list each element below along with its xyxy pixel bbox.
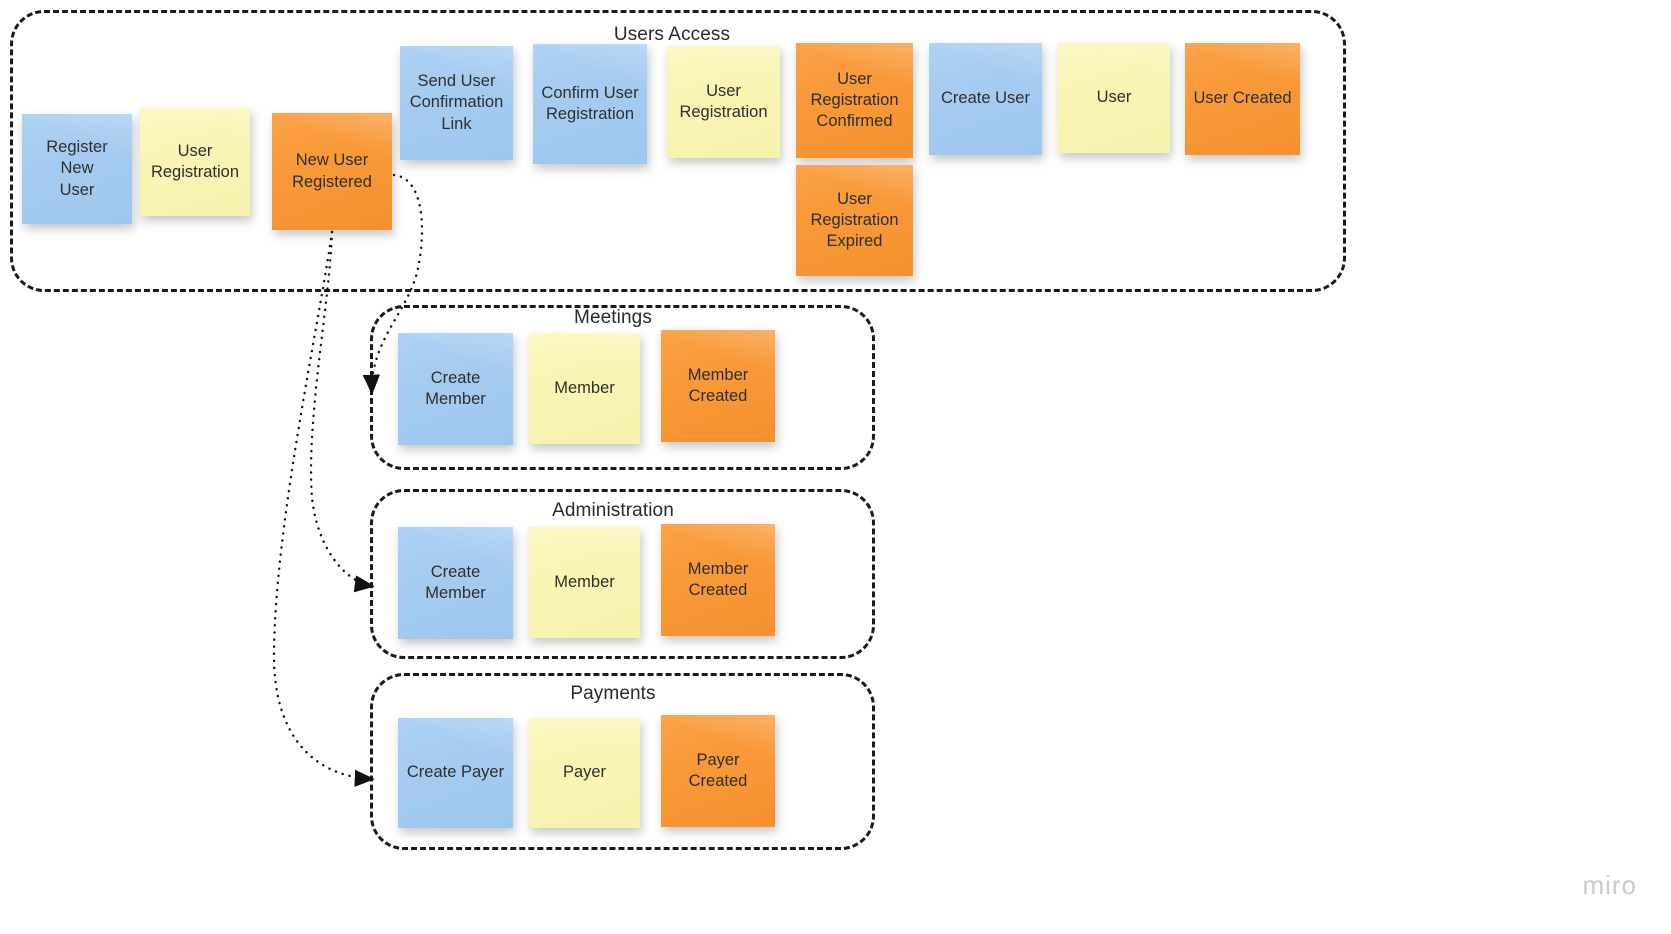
- sticky-note-user-registration-1[interactable]: User Registration: [140, 108, 250, 216]
- sticky-note-user[interactable]: User: [1058, 43, 1170, 153]
- sticky-note-label: Create Member: [425, 562, 486, 602]
- sticky-note-user-registration-2[interactable]: User Registration: [667, 46, 780, 158]
- sticky-note-label: Payer Created: [688, 750, 748, 790]
- sticky-note-label: Create Member: [425, 368, 486, 408]
- sticky-note-label: Member: [554, 378, 615, 397]
- frame-title-users-access: Users Access: [613, 24, 731, 45]
- sticky-note-send-user-confirmation-link[interactable]: Send User Confirmation Link: [400, 46, 513, 160]
- frame-title-administration: Administration: [552, 500, 674, 521]
- sticky-note-new-user-registered[interactable]: New User Registered: [272, 113, 392, 230]
- sticky-note-label: New User Registered: [292, 151, 372, 191]
- sticky-note-label: Create Payer: [406, 763, 505, 782]
- sticky-note-label: User Registration Expired: [810, 189, 899, 251]
- sticky-note-label: User Registration: [150, 141, 240, 181]
- frame-title-payments: Payments: [570, 683, 656, 704]
- sticky-note-label: Member Created: [687, 559, 749, 599]
- sticky-note-meetings-member[interactable]: Member: [529, 333, 640, 444]
- sticky-note-label: User Registration: [679, 81, 768, 121]
- sticky-note-label: Payer: [562, 763, 607, 782]
- sticky-note-label: User Registration Confirmed: [810, 69, 899, 131]
- sticky-note-admin-create-member[interactable]: Create Member: [398, 527, 513, 639]
- sticky-note-confirm-user-registration[interactable]: Confirm User Registration: [533, 44, 647, 164]
- sticky-note-user-registration-confirmed[interactable]: User Registration Confirmed: [796, 43, 913, 158]
- sticky-note-label: Send User Confirmation Link: [409, 72, 504, 133]
- sticky-note-label: User: [1096, 88, 1132, 107]
- sticky-note-register-new-user[interactable]: Register New User: [22, 114, 132, 224]
- miro-watermark: miro: [1582, 870, 1637, 900]
- sticky-note-admin-member-created[interactable]: Member Created: [661, 524, 775, 636]
- sticky-note-label: Member: [554, 572, 615, 591]
- sticky-note-label: User Created: [1193, 89, 1292, 108]
- sticky-note-label: Register New User: [46, 138, 108, 199]
- sticky-note-user-created[interactable]: User Created: [1185, 43, 1300, 155]
- connector-new-user-registered-to-payments[interactable]: [272, 230, 375, 787]
- sticky-note-payments-payer-created[interactable]: Payer Created: [661, 715, 775, 827]
- sticky-note-user-registration-expired[interactable]: User Registration Expired: [796, 165, 913, 276]
- sticky-note-label: Member Created: [687, 365, 749, 405]
- sticky-note-label: Confirm User Registration: [541, 83, 639, 123]
- frame-title-meetings: Meetings: [574, 307, 652, 328]
- sticky-note-meetings-member-created[interactable]: Member Created: [661, 330, 775, 442]
- frame-users-access[interactable]: [10, 10, 1346, 292]
- sticky-note-admin-member[interactable]: Member: [529, 527, 640, 638]
- sticky-note-payments-create-payer[interactable]: Create Payer: [398, 718, 513, 828]
- sticky-note-payments-payer[interactable]: Payer: [529, 718, 640, 828]
- sticky-note-label: Create User: [941, 89, 1030, 108]
- sticky-note-create-user[interactable]: Create User: [929, 43, 1042, 155]
- sticky-note-meetings-create-member[interactable]: Create Member: [398, 333, 513, 445]
